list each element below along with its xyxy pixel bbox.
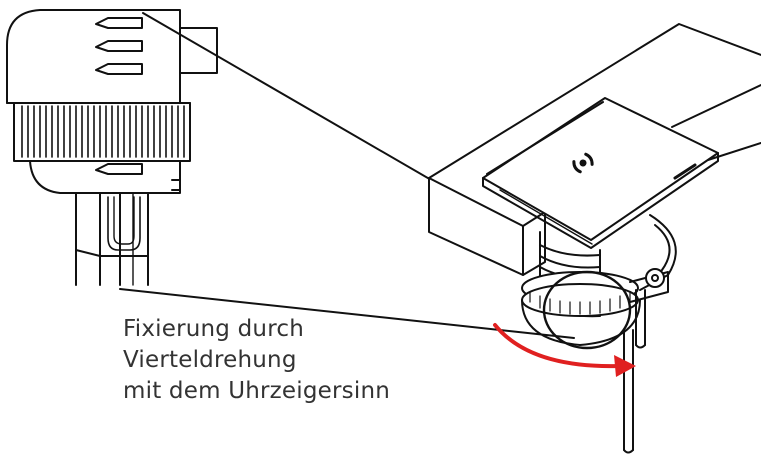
highlight-circle (542, 270, 632, 350)
mounted-device (428, 23, 761, 454)
caption-line-2: Vierteldrehung (123, 347, 297, 373)
rotation-arrow (493, 323, 636, 377)
caption-line-3: mit dem Uhrzeigersinn (123, 378, 391, 404)
wireless-signal-icon (572, 152, 594, 174)
leader-line-top (142, 12, 484, 211)
closeup-detail-view (6, 9, 218, 286)
caption-line-1: Fixierung durch (123, 316, 304, 342)
instruction-caption: Fixierung durch Vierteldrehung mit dem U… (123, 314, 390, 407)
